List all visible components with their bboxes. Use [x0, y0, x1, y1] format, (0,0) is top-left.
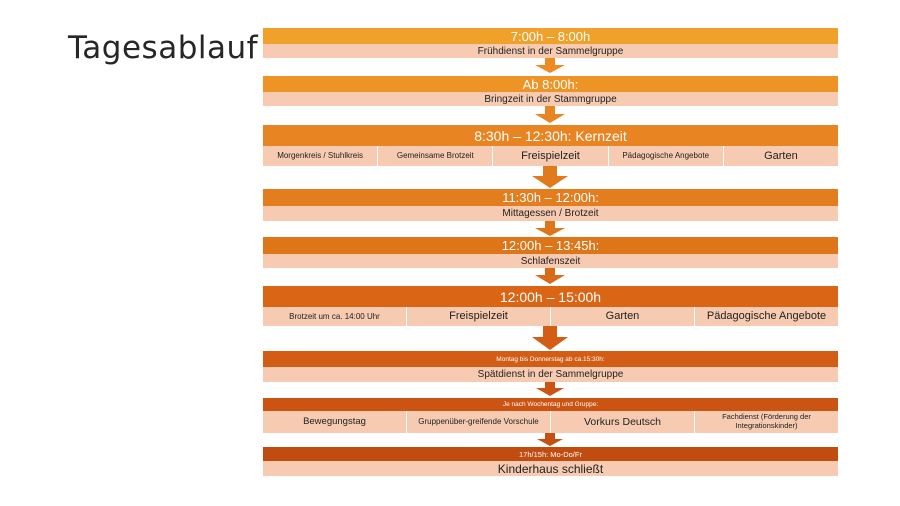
schedule-step-7: Montag bis Donnerstag ab ca.15:30h:Spätd…	[263, 351, 838, 382]
activity-cell: Pädagogische Angebote	[694, 307, 838, 326]
activity-cell: Freispielzeit	[406, 307, 550, 326]
schedule-step-4: 11:30h – 12:00h:Mittagessen / Brotzeit	[263, 189, 838, 221]
arrow-head	[535, 275, 565, 284]
slide-title: Tagesablauf	[68, 30, 259, 66]
arrow-head	[537, 439, 563, 446]
activity-cell: Gruppenüber-greifende Vorschule	[406, 411, 550, 433]
activity-cell: Bewegungstag	[263, 411, 406, 433]
arrow-shaft	[545, 433, 555, 439]
arrow-head	[536, 388, 564, 396]
activity-cell: Brotzeit um ca. 14:00 Uhr	[263, 307, 406, 326]
step-description: Kinderhaus schließt	[263, 461, 838, 476]
arrow-head	[532, 337, 568, 350]
activity-cell: Freispielzeit	[492, 146, 608, 166]
step-time-header: Montag bis Donnerstag ab ca.15:30h:	[263, 351, 838, 367]
step-time-header: Ab 8:00h:	[263, 76, 838, 92]
activity-cell: Garten	[722, 146, 839, 166]
step-description: Frühdienst in der Sammelgruppe	[263, 44, 838, 58]
arrow-shaft	[545, 106, 555, 114]
step-time-header: 8:30h – 12:30h: Kernzeit	[263, 125, 838, 146]
arrow-shaft	[543, 166, 557, 176]
step-time-header: 17h/15h: Mo-Do/Fr	[263, 447, 838, 461]
step-time-header: 11:30h – 12:00h:	[263, 189, 838, 206]
step-description: Schlafenszeit	[263, 254, 838, 268]
arrow-head	[535, 114, 565, 123]
schedule-step-5: 12:00h – 13:45h:Schlafenszeit	[263, 237, 838, 268]
arrow-shaft	[545, 221, 555, 228]
step-description: Bringzeit in der Stammgruppe	[263, 92, 838, 106]
arrow-head	[535, 65, 565, 73]
step-time-header: 12:00h – 15:00h	[263, 286, 838, 307]
activity-cell: Gemeinsame Brotzeit	[377, 146, 493, 166]
arrow-shaft	[545, 268, 555, 275]
step-description: Spätdienst in der Sammelgruppe	[263, 367, 838, 382]
arrow-shaft	[545, 58, 555, 65]
activity-cell: Morgenkreis / Stuhlkreis	[263, 146, 378, 166]
arrow-head	[532, 176, 568, 188]
step-time-header: 12:00h – 13:45h:	[263, 237, 838, 254]
activity-cell: Pädagogische Angebote	[607, 146, 723, 166]
step-time-header: Je nach Wochentag und Gruppe:	[263, 398, 838, 411]
schedule-step-8: Je nach Wochentag und Gruppe:Bewegungsta…	[263, 398, 838, 433]
arrow-head	[535, 228, 565, 236]
arrow-shaft	[543, 326, 557, 337]
step-time-header: 7:00h – 8:00h	[263, 28, 838, 44]
activity-cell: Vorkurs Deutsch	[550, 411, 694, 433]
arrow-shaft	[545, 382, 555, 388]
activity-cell: Garten	[550, 307, 694, 326]
step-description: Mittagessen / Brotzeit	[263, 206, 838, 221]
activity-cell: Fachdienst (Förderung der Integrationski…	[694, 411, 838, 433]
schedule-step-2: Ab 8:00h:Bringzeit in der Stammgruppe	[263, 76, 838, 106]
